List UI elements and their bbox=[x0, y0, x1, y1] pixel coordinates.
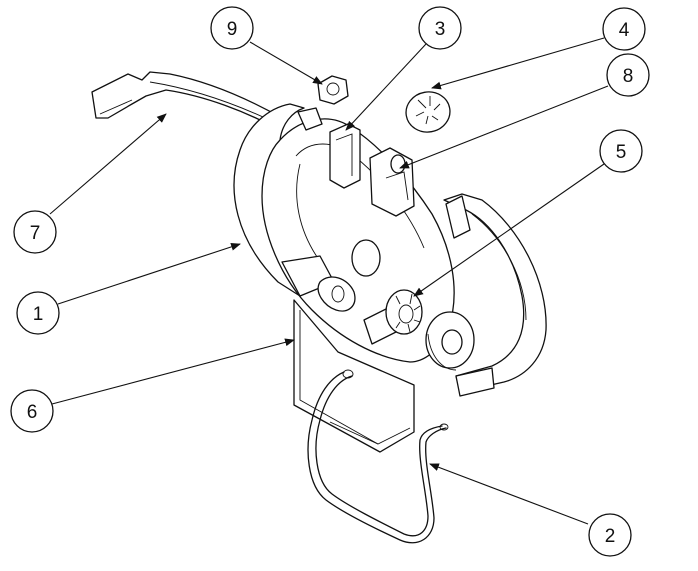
callout-6: 6 bbox=[10, 389, 54, 433]
callout-4: 4 bbox=[602, 7, 646, 51]
callout-6-label: 6 bbox=[27, 402, 38, 423]
part-4-washer bbox=[405, 91, 451, 133]
callout-9: 9 bbox=[210, 6, 254, 50]
leader-8 bbox=[399, 85, 609, 169]
part-2-wire bbox=[307, 369, 449, 544]
callout-2: 2 bbox=[588, 513, 632, 557]
callout-7: 7 bbox=[13, 210, 57, 254]
callout-2-label: 2 bbox=[605, 526, 616, 547]
callout-3: 3 bbox=[418, 6, 462, 50]
leader-4 bbox=[431, 37, 605, 90]
part-9-nut bbox=[317, 75, 349, 105]
callout-1-label: 1 bbox=[33, 304, 44, 325]
callout-3-label: 3 bbox=[435, 19, 446, 40]
housing-right-half bbox=[443, 193, 547, 397]
callout-1: 1 bbox=[16, 291, 60, 335]
part-6-bracket bbox=[293, 299, 415, 453]
leader-7 bbox=[49, 113, 167, 215]
callout-9-label: 9 bbox=[227, 19, 238, 40]
part-5-washer bbox=[363, 289, 423, 345]
leader-lines bbox=[49, 37, 609, 525]
spacer-ring bbox=[425, 311, 475, 371]
leader-6 bbox=[51, 338, 295, 405]
part-3-clip bbox=[329, 123, 361, 189]
leader-5 bbox=[413, 163, 605, 297]
callout-8: 8 bbox=[606, 53, 650, 97]
leader-9 bbox=[249, 41, 323, 85]
callout-4-label: 4 bbox=[619, 20, 630, 41]
leader-1 bbox=[57, 243, 241, 305]
callout-5: 5 bbox=[599, 129, 643, 173]
leader-3 bbox=[345, 43, 427, 131]
callout-8-label: 8 bbox=[623, 66, 634, 87]
callout-7-label: 7 bbox=[30, 223, 41, 244]
part-7-arm bbox=[91, 71, 283, 129]
leader-2 bbox=[429, 463, 589, 525]
callout-5-label: 5 bbox=[616, 142, 627, 163]
part-8-pin bbox=[369, 147, 415, 217]
